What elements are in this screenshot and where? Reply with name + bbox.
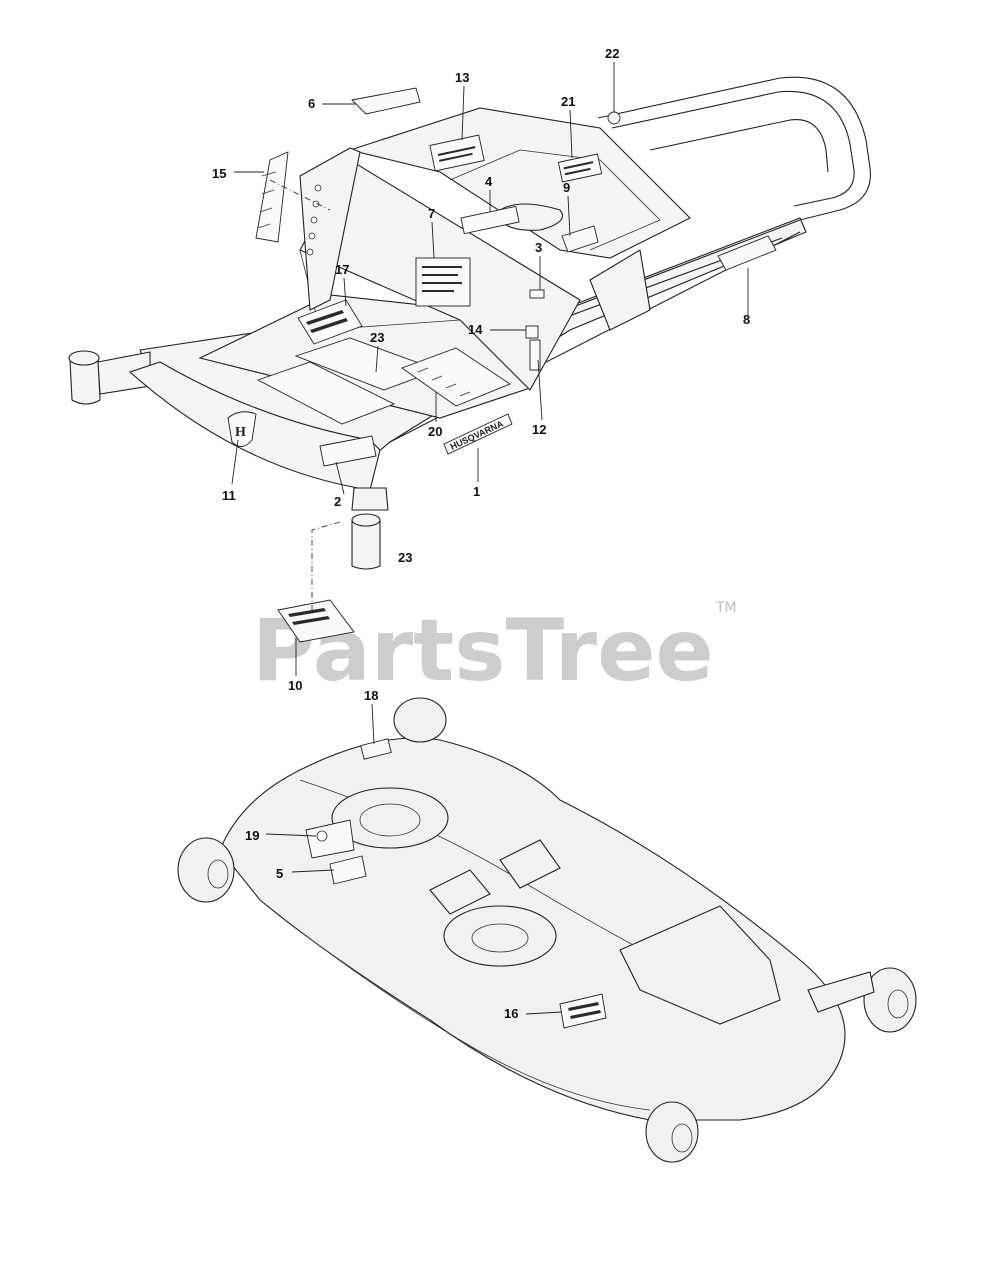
callout-14: 14	[468, 322, 483, 337]
decal-17	[297, 299, 363, 345]
decal-1-text: HUSQVARNA	[449, 418, 506, 452]
callout-8: 8	[743, 312, 750, 327]
decal-13	[429, 134, 485, 172]
callout-22: 22	[605, 46, 619, 61]
decal-22	[607, 111, 621, 125]
watermark-trademark: TM	[715, 600, 737, 616]
frame-decals: HUSQVARNA H	[227, 87, 777, 643]
callout-6: 6	[308, 96, 315, 111]
decal-3	[529, 289, 545, 299]
callout-7: 7	[428, 206, 435, 221]
mower-deck	[177, 697, 917, 1163]
decal-14	[525, 325, 539, 339]
callout-10: 10	[288, 678, 302, 693]
callout-1: 1	[473, 484, 480, 499]
decal-4	[460, 205, 520, 235]
callout-23-lower: 23	[398, 550, 412, 565]
decal-12	[529, 339, 541, 371]
callout-3: 3	[535, 240, 542, 255]
callout-labels: 22 13 6 21 15 4 9 7 3 17 8 14 23 20 12 1…	[212, 46, 750, 1021]
floor-pad-lower	[256, 361, 396, 425]
decal-11-logo	[227, 411, 257, 447]
callout-4: 4	[485, 174, 493, 189]
decal-15-strip	[255, 151, 289, 243]
callout-17: 17	[335, 262, 349, 277]
decal-2	[319, 435, 377, 467]
callout-19: 19	[245, 828, 259, 843]
callout-20: 20	[428, 424, 442, 439]
callout-13: 13	[455, 70, 469, 85]
decal-6-bracket	[351, 87, 421, 115]
callout-21: 21	[561, 94, 575, 109]
callout-12: 12	[532, 422, 546, 437]
decal-1-brand	[443, 413, 513, 455]
callout-16: 16	[504, 1006, 518, 1021]
callout-15: 15	[212, 166, 226, 181]
callout-18: 18	[364, 688, 378, 703]
decal-5	[329, 855, 367, 885]
callout-11: 11	[222, 488, 236, 503]
decal-16	[559, 993, 607, 1029]
leader-lines	[231, 62, 749, 1015]
decal-21	[557, 153, 603, 183]
decal-8	[717, 235, 777, 271]
decal-19	[305, 819, 355, 859]
decal-9	[561, 225, 599, 253]
callout-2: 2	[334, 494, 341, 509]
callout-23-upper: 23	[370, 330, 384, 345]
callout-9: 9	[563, 180, 570, 195]
callout-5: 5	[276, 866, 283, 881]
decal-20	[401, 347, 511, 407]
logo-h-icon: H	[235, 425, 246, 440]
